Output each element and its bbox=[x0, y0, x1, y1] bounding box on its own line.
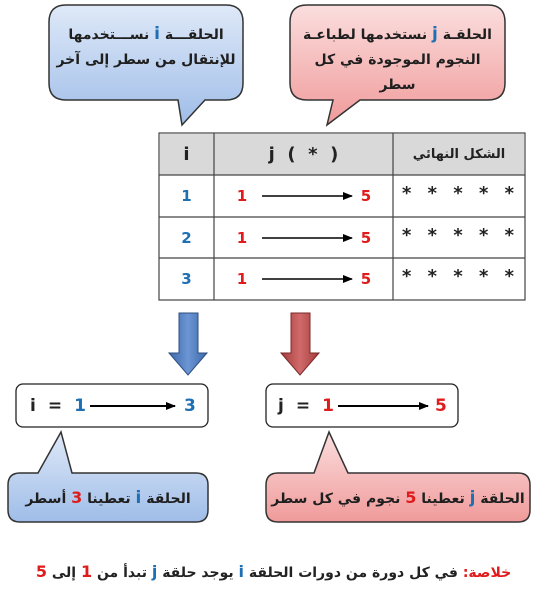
header-j: j ( * ) bbox=[268, 143, 339, 165]
row2-stars: * * * * * bbox=[401, 224, 517, 246]
row2-j-end: 5 bbox=[360, 228, 372, 247]
summary-label: خلاصة: bbox=[462, 565, 512, 581]
row1-j-end: 5 bbox=[360, 187, 372, 205]
header-final-shape: الشكل النهائي bbox=[412, 146, 506, 162]
callout-top-left-text: الحلقـــة i نســـتخدمها للإنتقال من سطر … bbox=[55, 22, 237, 73]
summary-end: 5 bbox=[35, 562, 47, 581]
summary-start: 1 bbox=[80, 562, 93, 581]
loop-table bbox=[158, 132, 526, 301]
bubble-text-line2: النجوم الموجودة في كل سطر bbox=[314, 52, 481, 93]
blue-down-arrow bbox=[167, 312, 209, 376]
row3-j-end: 5 bbox=[360, 270, 372, 288]
summary-text: في كل دورة من دورات الحلقة bbox=[248, 565, 458, 581]
bubble-text: نســـتخدمها bbox=[68, 27, 150, 43]
callout-top-left bbox=[48, 4, 244, 127]
callout-bottom-left-text: الحلقة i تعطينا 3 أسطر bbox=[8, 485, 208, 512]
summary-text: يوجد حلقة bbox=[162, 565, 234, 581]
bubble-text: الحلقـــة bbox=[164, 27, 224, 43]
i-loop-label: i = 1 bbox=[30, 384, 86, 427]
j-loop-start: 1 bbox=[322, 395, 334, 416]
i-loop-eq: = bbox=[47, 395, 63, 416]
bubble-text: الحلقة bbox=[146, 491, 191, 507]
row3-j-start: 1 bbox=[236, 270, 248, 288]
callout-bottom-right bbox=[265, 430, 531, 523]
row-count: 3 bbox=[71, 488, 83, 507]
summary-line: خلاصة: في كل دورة من دورات الحلقة i يوجد… bbox=[0, 562, 547, 581]
bubble-text: نجوم في كل سطر bbox=[271, 491, 401, 507]
row2-i: 2 bbox=[181, 228, 192, 247]
star-count: 5 bbox=[405, 488, 417, 507]
red-down-arrow bbox=[279, 312, 321, 376]
callout-top-right-text: الحلقـة j نستخدمها لطباعـة النجوم الموجو… bbox=[296, 22, 499, 98]
bubble-text: الحلقة bbox=[480, 491, 525, 507]
i-loop-end: 3 bbox=[184, 395, 196, 416]
j-loop-label: j = 1 bbox=[278, 384, 334, 427]
row3-i: 3 bbox=[181, 270, 192, 288]
callout-bottom-right-text: الحلقة j تعطينا 5 نجوم في كل سطر bbox=[266, 485, 530, 512]
i-loop-start: 1 bbox=[74, 395, 86, 416]
row1-i: 1 bbox=[181, 187, 192, 205]
callout-top-right bbox=[289, 4, 506, 127]
var-j: j bbox=[469, 488, 476, 508]
bubble-text: أسطر bbox=[25, 491, 67, 507]
row1-j-start: 1 bbox=[236, 187, 248, 205]
row2-j-start: 1 bbox=[236, 228, 248, 247]
bubble-text-line2: للإنتقال من سطر إلى آخر bbox=[56, 52, 236, 68]
var-i: i bbox=[135, 488, 142, 508]
summary-var-i: i bbox=[238, 562, 245, 581]
row3-stars: * * * * * bbox=[401, 265, 517, 287]
j-loop-var: j bbox=[278, 395, 284, 416]
bubble-text: نستخدمها لطباعـة bbox=[303, 27, 428, 43]
summary-text: إلى bbox=[51, 565, 77, 581]
callout-bottom-left bbox=[7, 430, 209, 523]
header-i: i bbox=[183, 143, 190, 165]
bubble-text: الحلقـة bbox=[442, 27, 492, 43]
var-j: j bbox=[432, 24, 438, 44]
summary-text: تبدأ من bbox=[96, 565, 147, 581]
row1-stars: * * * * * bbox=[401, 182, 517, 204]
bubble-text: تعطينا bbox=[421, 491, 465, 507]
j-loop-end: 5 bbox=[435, 395, 447, 416]
j-loop-eq: = bbox=[295, 395, 311, 416]
bubble-text: تعطينا bbox=[87, 491, 131, 507]
summary-var-j: j bbox=[151, 562, 158, 581]
var-i: i bbox=[154, 24, 160, 44]
i-loop-var: i bbox=[30, 395, 36, 416]
